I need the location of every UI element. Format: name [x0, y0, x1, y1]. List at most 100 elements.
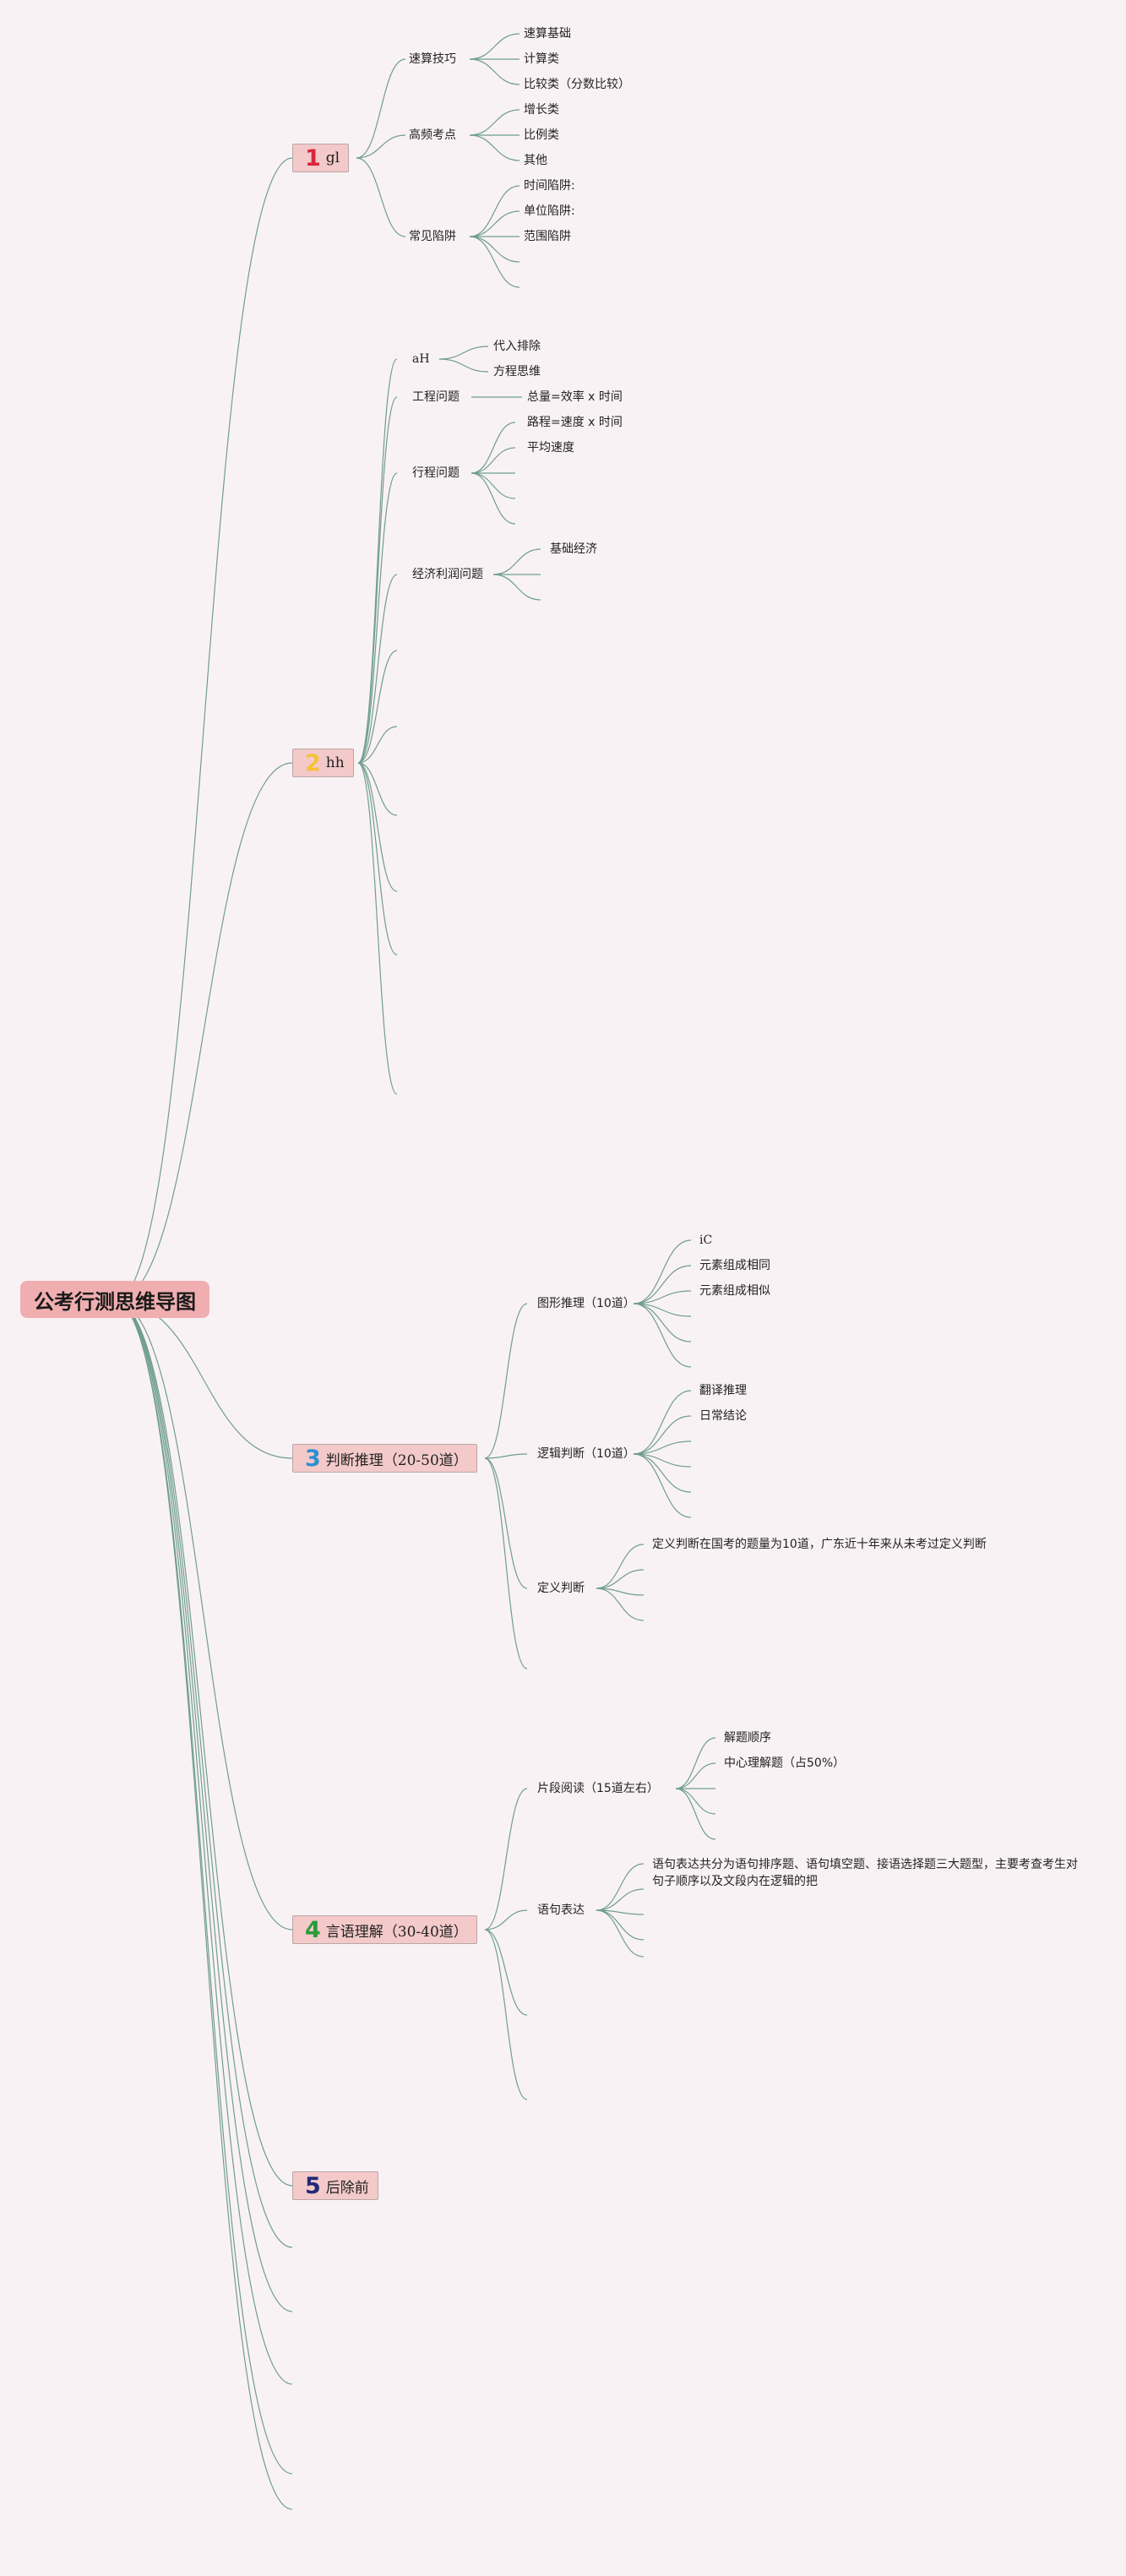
branch-number-4: 4 — [305, 1916, 321, 1943]
leaf-unit-trap[interactable]: 单位陷阱: — [524, 204, 575, 218]
branch-node-5[interactable]: 5 后除前 — [292, 2171, 378, 2200]
topic-engineering[interactable]: 工程问题 — [412, 390, 460, 404]
topic-frequent-points[interactable]: 高频考点 — [409, 128, 456, 142]
branch-number-3: 3 — [305, 1445, 321, 1472]
leaf-same-elements[interactable]: 元素组成相同 — [699, 1259, 770, 1272]
leaf-speed-basics[interactable]: 速算基础 — [524, 27, 571, 41]
connector-line-47 — [484, 1457, 528, 1589]
branch-label-5: 后除前 — [325, 2179, 369, 2197]
root-node[interactable]: 公考行测思维导图 — [20, 1281, 209, 1318]
connector-line-5 — [114, 1300, 293, 2248]
connector-line-19 — [469, 185, 520, 237]
connector-line-73 — [675, 1788, 716, 1840]
connector-line-65 — [484, 1788, 528, 1931]
connector-line-45 — [484, 1303, 528, 1459]
leaf-ratio-type[interactable]: 比例类 — [524, 128, 559, 142]
connector-line-3 — [114, 1300, 293, 1931]
leaf-sentence-expression-note[interactable]: 语句表达共分为语句排序题、语句填空题、接语选择题三大题型，主要考查考生对句子顺序… — [652, 1858, 1078, 1888]
branch-label-2: hh — [325, 754, 345, 771]
connector-line-53 — [633, 1303, 692, 1342]
branch-node-2[interactable]: 2 hh — [292, 749, 354, 777]
connector-line-37 — [471, 422, 516, 474]
connector-line-20 — [469, 210, 520, 237]
connector-line-34 — [438, 346, 489, 360]
connector-line-44 — [492, 574, 541, 601]
connector-line-1 — [114, 762, 293, 1302]
connector-line-30 — [357, 762, 398, 816]
leaf-solving-order[interactable]: 解题顺序 — [724, 1731, 771, 1745]
topic-passage-reading[interactable]: 片段阅读（15道左右） — [537, 1782, 659, 1795]
connector-line-13 — [469, 33, 520, 60]
connector-line-26 — [357, 472, 398, 764]
connector-line-8 — [114, 1300, 293, 2475]
branch-number-2: 2 — [305, 749, 321, 776]
leaf-average-speed[interactable]: 平均速度 — [527, 441, 574, 455]
topic-travel[interactable]: 行程问题 — [412, 466, 460, 480]
connector-line-67 — [484, 1929, 528, 2016]
leaf-calc-type[interactable]: 计算类 — [524, 52, 559, 66]
connector-line-6 — [114, 1300, 293, 2312]
connector-line-51 — [633, 1290, 692, 1304]
connector-line-40 — [471, 472, 516, 499]
branch-number-1: 1 — [305, 144, 321, 172]
leaf-growth-type[interactable]: 增长类 — [524, 103, 559, 117]
branch-number-5: 5 — [305, 2172, 321, 2199]
leaf-total-formula[interactable]: 总量=效率 x 时间 — [527, 390, 623, 404]
topic-economic-profit[interactable]: 经济利润问题 — [412, 568, 483, 581]
connector-line-74 — [596, 1863, 645, 1911]
leaf-central-understanding[interactable]: 中心理解题（占50%） — [724, 1756, 846, 1770]
leaf-substitution[interactable]: 代入排除 — [493, 340, 541, 353]
leaf-time-trap[interactable]: 时间陷阱: — [524, 179, 575, 193]
connector-line-18 — [469, 134, 520, 161]
topic-logic-judgment[interactable]: 逻辑判断（10道） — [537, 1447, 635, 1461]
connector-line-7 — [114, 1300, 293, 2385]
leaf-equation-thinking[interactable]: 方程思维 — [493, 365, 541, 379]
leaf-ic[interactable]: iC — [699, 1234, 713, 1247]
connector-line-29 — [357, 726, 398, 764]
connector-line-49 — [633, 1239, 692, 1304]
connector-line-57 — [633, 1440, 692, 1455]
topic-ah[interactable]: aH — [412, 352, 430, 366]
branch-node-4[interactable]: 4 言语理解（30-40道） — [292, 1915, 477, 1944]
connector-line-41 — [471, 472, 516, 525]
connector-line-55 — [633, 1390, 692, 1455]
connector-line-50 — [633, 1265, 692, 1304]
leaf-definition-note[interactable]: 定义判断在国考的题量为10道，广东近十年来从未考过定义判断 — [652, 1538, 987, 1551]
connector-line-59 — [633, 1453, 692, 1493]
leaf-daily-conclusion[interactable]: 日常结论 — [699, 1409, 747, 1423]
leaf-translation-reasoning[interactable]: 翻译推理 — [699, 1384, 747, 1397]
branch-node-3[interactable]: 3 判断推理（20-50道） — [292, 1444, 477, 1473]
connector-line-70 — [675, 1762, 716, 1789]
leaf-basic-economy[interactable]: 基础经济 — [550, 542, 597, 556]
connector-line-42 — [492, 548, 541, 575]
topic-definition-judgment[interactable]: 定义判断 — [537, 1582, 585, 1595]
topic-figure-reasoning[interactable]: 图形推理（10道） — [537, 1297, 635, 1310]
connector-line-35 — [438, 358, 489, 373]
connector-line-46 — [484, 1453, 528, 1459]
topic-common-traps[interactable]: 常见陷阱 — [409, 230, 456, 243]
connector-line-33 — [357, 762, 398, 1095]
connector-line-69 — [675, 1737, 716, 1789]
leaf-range-trap[interactable]: 范围陷阱 — [524, 230, 571, 243]
connector-line-11 — [356, 134, 406, 159]
topic-speed-calc[interactable]: 速算技巧 — [409, 52, 456, 66]
connector-line-78 — [596, 1909, 645, 1958]
connector-line-75 — [596, 1888, 645, 1911]
connector-line-31 — [357, 762, 398, 892]
leaf-distance-formula[interactable]: 路程=速度 x 时间 — [527, 416, 623, 429]
connector-line-9 — [114, 1300, 293, 2510]
topic-sentence-expression[interactable]: 语句表达 — [537, 1903, 585, 1917]
leaf-similar-elements[interactable]: 元素组成相似 — [699, 1284, 770, 1298]
connector-line-58 — [633, 1453, 692, 1468]
connector-line-28 — [357, 650, 398, 764]
connector-line-2 — [114, 1300, 293, 1459]
leaf-other[interactable]: 其他 — [524, 154, 547, 167]
connector-line-24 — [357, 358, 398, 764]
leaf-compare-type[interactable]: 比较类（分数比较） — [524, 78, 630, 91]
branch-label-4: 言语理解（30-40道） — [325, 1923, 468, 1941]
branch-node-1[interactable]: 1 gl — [292, 144, 350, 172]
connector-line-25 — [357, 396, 398, 764]
branch-label-3: 判断推理（20-50道） — [325, 1451, 468, 1469]
